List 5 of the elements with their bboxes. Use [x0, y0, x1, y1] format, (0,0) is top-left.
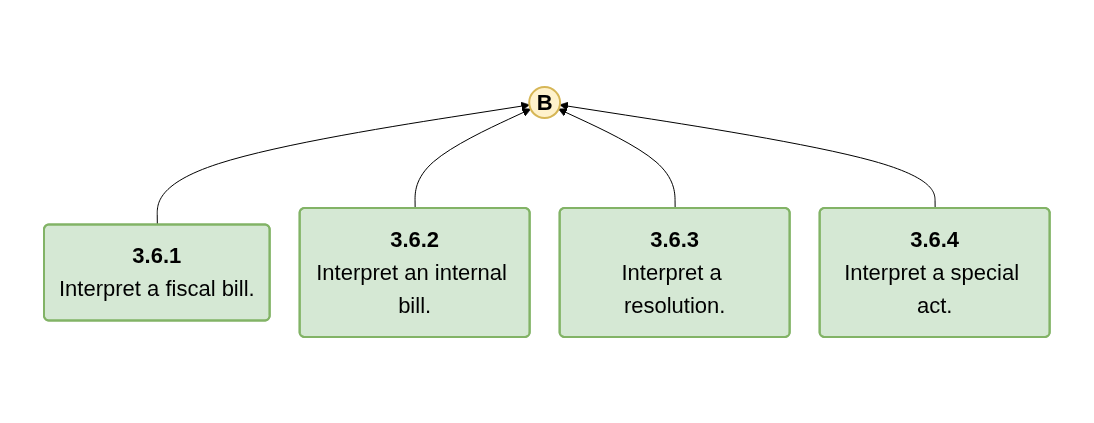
node-circle: B [528, 86, 562, 119]
arrow [558, 108, 676, 209]
arrow [559, 101, 936, 209]
arrow [156, 101, 530, 226]
arrow [414, 108, 532, 209]
